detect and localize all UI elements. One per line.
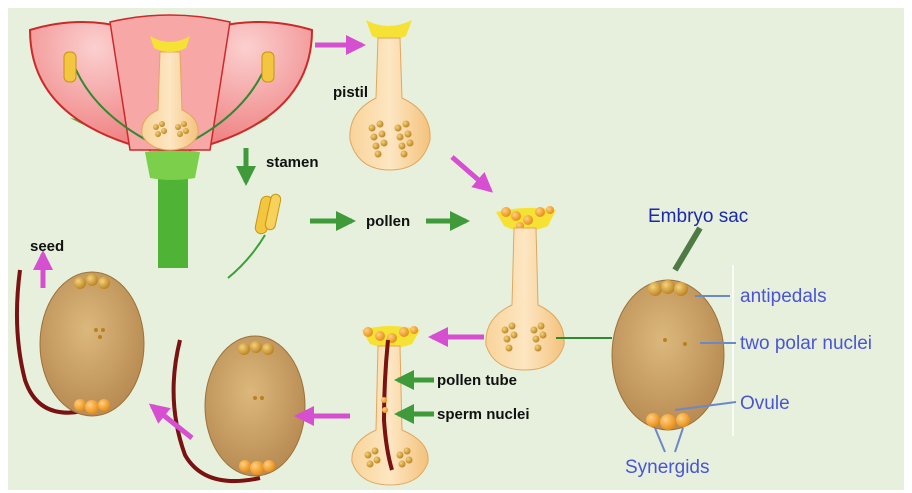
polar-nucleus-a [663,338,667,342]
label-stamen: stamen [266,154,319,171]
label-ovule: Ovule [740,393,790,414]
polar-nucleus-b [683,342,687,346]
label-synergids: Synergids [625,457,710,478]
anther-right [262,52,274,82]
embryo-ovule-body [612,280,724,430]
label-pollen: pollen [366,213,410,230]
seed-ovule-body [40,272,144,416]
label-pistil: pistil [333,84,368,101]
label-two-polar-nuclei: two polar nuclei [740,333,872,354]
flower-stem [158,170,188,268]
label-seed: seed [30,238,64,255]
fertilizing-ovule-body [205,336,305,476]
label-embryo-sac: Embryo sac [648,206,748,227]
label-sperm-nuclei: sperm nuclei [437,406,530,423]
anther-left [64,52,76,82]
receptacle [145,150,200,180]
label-antipedals: antipedals [740,286,827,307]
label-pollen-tube: pollen tube [437,372,517,389]
